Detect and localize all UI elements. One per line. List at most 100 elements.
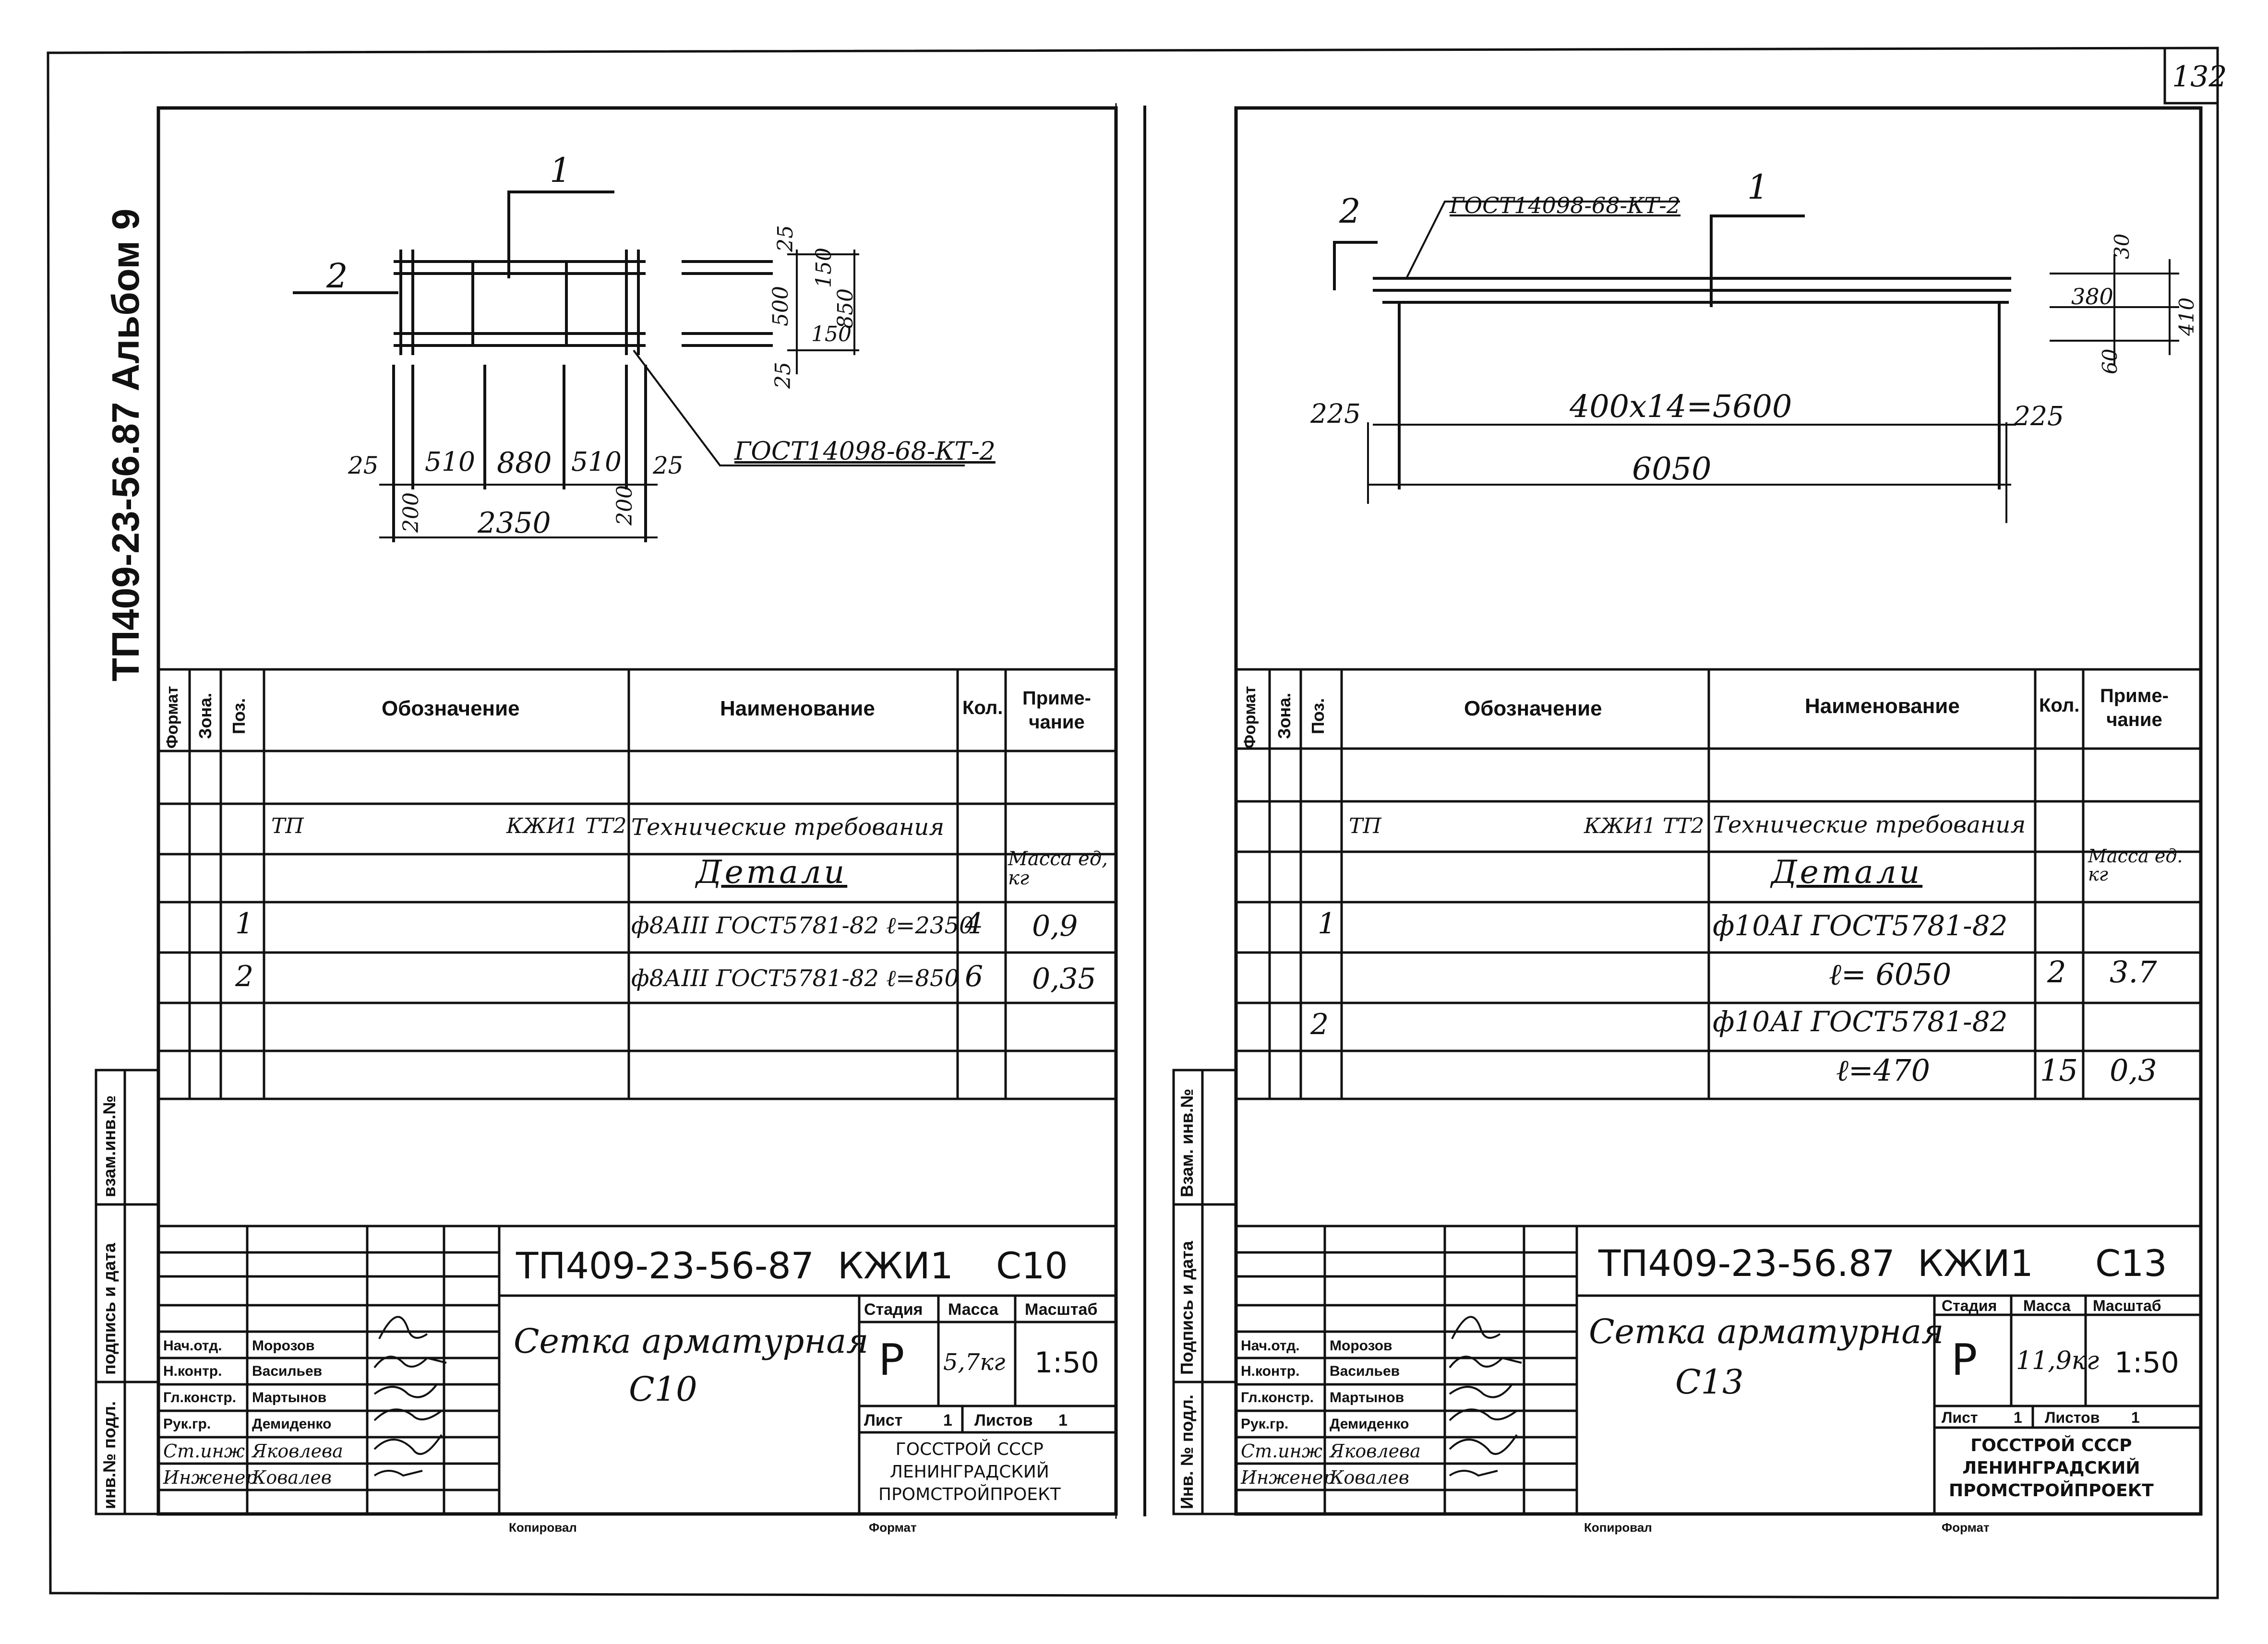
left-role-3: Рук.гр. — [163, 1416, 211, 1432]
left-name-2: Мартынов — [252, 1390, 327, 1406]
right-name-1: Васильев — [1330, 1363, 1400, 1379]
left-section-label: 1 — [550, 151, 571, 190]
right-name-5: Ковалев — [1330, 1467, 1409, 1488]
right-tb-format: Формат — [1942, 1520, 1990, 1535]
left-dim-total: 2350 — [478, 506, 551, 540]
right-dim-end-left: 225 — [1310, 398, 1361, 429]
page-number: 132 — [2172, 60, 2227, 94]
left-row2-name: ф8АIII ГОСТ5781-82 ℓ=2350 — [631, 912, 974, 939]
left-title-block — [158, 1225, 1116, 1514]
left-tb-mass: 5,7кг — [943, 1349, 1006, 1376]
right-hdr-zone: Зона. — [1274, 692, 1294, 739]
right-row3-qty: 2 — [2047, 954, 2066, 989]
right-mesh-drawing — [1333, 201, 2179, 523]
right-role-1: Н.контр. — [1241, 1363, 1300, 1379]
right-tb-org: ГОССТРОЙ СССР ЛЕНИНГРАДСКИЙ ПРОМСТРОЙПРО… — [1949, 1436, 2154, 1501]
right-tb-mass: 11,9кг — [2016, 1346, 2100, 1375]
right-hdr-format: Формат — [1241, 686, 1259, 749]
left-tb-stage-label: Стадия — [864, 1300, 923, 1319]
left-row3-note: 0,35 — [1032, 962, 1096, 996]
left-tb-code: ТП409-23-56-87 — [516, 1244, 815, 1287]
right-row5-note: 0,3 — [2110, 1053, 2157, 1088]
left-name-5: Ковалев — [252, 1467, 332, 1488]
left-tb-org: ГОССТРОЙ СССР ЛЕНИНГРАДСКИЙ ПРОМСТРОЙПРО… — [878, 1440, 1061, 1504]
right-row2-pos: 1 — [1318, 907, 1336, 941]
left-role-2: Гл.констр. — [163, 1390, 237, 1406]
right-tb-sheets-no: 1 — [2131, 1409, 2140, 1426]
signature-right-5 — [1449, 1470, 1498, 1477]
left-gost-label: ГОСТ14098-68-КТ-2 — [734, 437, 996, 466]
left-tb-scale-label: Масштаб — [1025, 1300, 1098, 1319]
right-title-block — [1236, 1225, 2201, 1514]
left-side-stamp — [95, 1069, 160, 1515]
left-tb-mass-label: Масса — [948, 1300, 998, 1319]
right-dim-pitch: 400х14=5600 — [1570, 389, 1792, 425]
right-tb-stage-label: Стадия — [1942, 1297, 1997, 1314]
signature-left-1 — [373, 1356, 447, 1369]
left-tb-doc: КЖИ1 — [838, 1244, 954, 1287]
right-row3-name: ℓ= 6050 — [1829, 957, 1952, 992]
signature-left-3 — [373, 1408, 443, 1421]
right-side-stamp — [1172, 1069, 1237, 1515]
right-dim-total: 6050 — [1632, 451, 1712, 487]
left-tb-scale: 1:50 — [1034, 1346, 1099, 1380]
left-row1-name: Детали — [696, 854, 848, 891]
right-row3-note: 3.7 — [2110, 954, 2157, 989]
left-row1-note: Масса ед, кг — [1008, 848, 1108, 889]
left-name-0: Морозов — [252, 1338, 315, 1354]
right-row2-name: ф10АI ГОСТ5781-82 — [1713, 909, 2008, 942]
left-tb-sheet-code: С10 — [996, 1244, 1068, 1287]
right-tb-scale: 1:50 — [2114, 1346, 2179, 1380]
left-pos2-label: 2 — [326, 256, 348, 296]
left-row0-designation-a: ТП — [271, 814, 304, 838]
right-hdr-name: Наименование — [1805, 694, 1960, 718]
right-spec-table — [1236, 668, 2201, 1100]
right-hdr-qty: Кол. — [2039, 695, 2080, 716]
left-tb-sheets-label: Листов — [974, 1411, 1033, 1430]
right-tb-sheet-no: 1 — [2014, 1409, 2022, 1426]
right-name-3: Демиденко — [1330, 1416, 1409, 1432]
right-row4-name: ф10АI ГОСТ5781-82 — [1713, 1005, 2008, 1038]
left-tb-format: Формат — [869, 1520, 917, 1535]
right-row1-name: Детали — [1771, 854, 1923, 891]
right-frame — [1234, 106, 2203, 1516]
right-row0-designation-b: КЖИ1 ТТ2 — [1584, 814, 1704, 838]
signature-right-0 — [1451, 1316, 1501, 1339]
right-name-0: Морозов — [1330, 1338, 1392, 1354]
left-side-dim-150b: 150 — [811, 322, 852, 346]
signature-right-4 — [1449, 1434, 1518, 1455]
right-hdr-designation: Обозначение — [1464, 697, 1602, 720]
left-tb-sheet-no: 1 — [943, 1411, 952, 1430]
right-tb-stage: Р — [1951, 1335, 1978, 1385]
left-hdr-note: Приме- чание — [1022, 688, 1091, 733]
right-name-4: Яковлева — [1330, 1441, 1421, 1462]
right-tb-scale-label: Масштаб — [2093, 1297, 2161, 1314]
left-dim-4: 25 — [653, 452, 684, 479]
left-tb-subtitle: С10 — [629, 1370, 697, 1409]
left-row2-qty: 4 — [965, 907, 984, 941]
right-row4-pos: 2 — [1310, 1008, 1329, 1041]
right-row5-name: ℓ=470 — [1836, 1053, 1931, 1088]
right-tb-sheets-label: Листов — [2045, 1409, 2100, 1426]
left-name-1: Васильев — [252, 1363, 323, 1379]
signature-right-2 — [1449, 1383, 1513, 1398]
left-row2-note: 0,9 — [1032, 909, 1078, 943]
left-name-4: Яковлева — [252, 1441, 343, 1462]
left-name-3: Демиденко — [252, 1416, 332, 1432]
signature-left-5 — [373, 1470, 423, 1477]
left-dim-3: 510 — [571, 446, 622, 477]
left-hdr-name: Наименование — [720, 697, 875, 720]
right-tb-sheet-code: С13 — [2095, 1242, 2167, 1285]
left-row3-pos: 2 — [235, 960, 254, 993]
signature-left-2 — [373, 1383, 438, 1398]
right-dim-end-right: 225 — [2014, 401, 2064, 431]
right-row0-designation-a: ТП — [1349, 814, 1381, 838]
left-tb-title: Сетка арматурная — [514, 1322, 869, 1361]
signature-left-0 — [378, 1316, 428, 1339]
right-tb-subtitle: С13 — [1675, 1362, 1744, 1402]
right-role-3: Рук.гр. — [1241, 1416, 1289, 1432]
left-row2-pos: 1 — [235, 907, 254, 941]
right-section-label: 1 — [1747, 167, 1769, 207]
signature-right-3 — [1449, 1408, 1518, 1421]
